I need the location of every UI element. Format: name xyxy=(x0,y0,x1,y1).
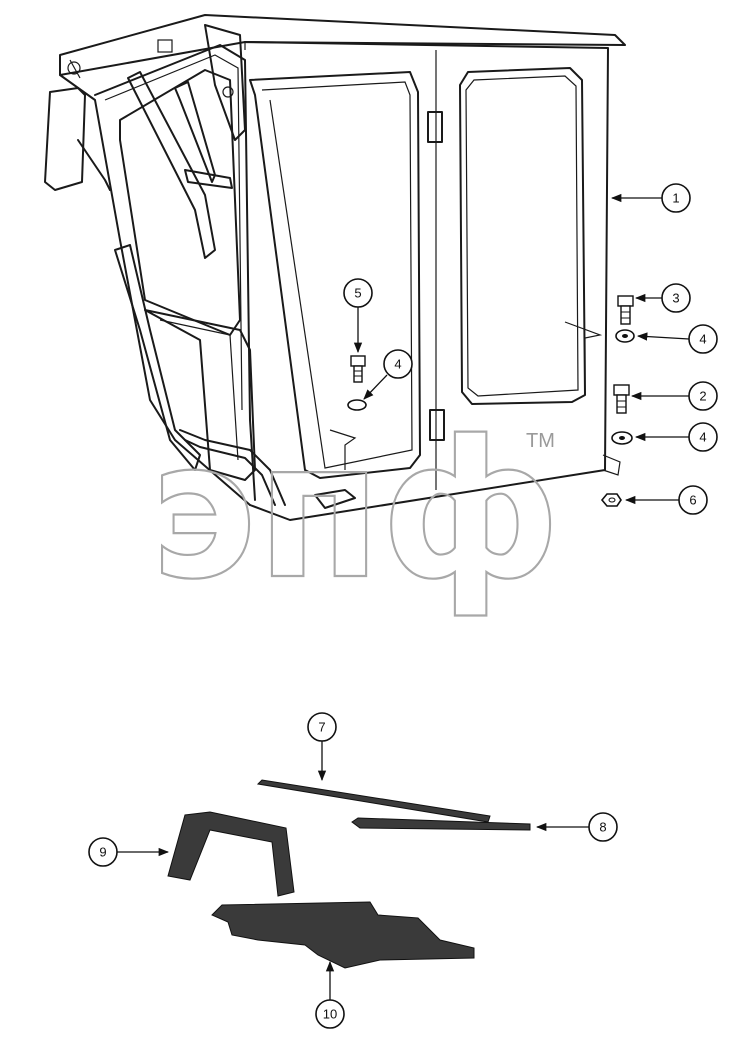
washer-4-upper-icon xyxy=(615,329,635,343)
callout-3: 3 xyxy=(661,283,691,313)
seal-9 xyxy=(167,811,295,897)
bolt-5-icon xyxy=(350,355,366,383)
svg-text:4: 4 xyxy=(394,357,401,372)
callout-9: 9 xyxy=(88,837,118,867)
callout-1: 1 xyxy=(661,183,691,213)
cab-assembly xyxy=(44,14,626,521)
svg-text:7: 7 xyxy=(318,720,325,735)
svg-text:2: 2 xyxy=(699,389,706,404)
callout-4-upper: 4 xyxy=(688,324,718,354)
nut-6-icon xyxy=(600,493,622,507)
callout-7: 7 xyxy=(307,712,337,742)
svg-text:3: 3 xyxy=(672,291,679,306)
callout-4-lower: 4 xyxy=(688,422,718,452)
callouts: 1 2 3 4 4 4 5 6 xyxy=(88,183,718,1029)
callout-8: 8 xyxy=(588,812,618,842)
callout-2: 2 xyxy=(688,381,718,411)
svg-text:6: 6 xyxy=(689,493,696,508)
washer-4-icon xyxy=(347,399,367,411)
hardware xyxy=(347,295,635,507)
watermark-trademark: TM xyxy=(526,430,555,452)
watermark: эпф TM xyxy=(149,399,561,622)
svg-text:10: 10 xyxy=(323,1007,337,1022)
callout-5: 5 xyxy=(343,278,373,308)
bolt-3-icon xyxy=(617,295,634,325)
svg-text:1: 1 xyxy=(672,191,679,206)
washer-4-lower-icon xyxy=(611,431,633,445)
floor-mat-10 xyxy=(211,901,475,969)
svg-text:8: 8 xyxy=(599,820,606,835)
callout-6: 6 xyxy=(678,485,708,515)
leader-lines xyxy=(117,193,690,1000)
seal-strip-7 xyxy=(256,779,491,823)
svg-text:4: 4 xyxy=(699,332,706,347)
svg-text:9: 9 xyxy=(99,845,106,860)
bolt-2-icon xyxy=(613,384,630,414)
svg-text:4: 4 xyxy=(699,430,706,445)
callout-4-door: 4 xyxy=(383,349,413,379)
watermark-logo-text: эпф xyxy=(150,400,560,621)
seal-strip-8 xyxy=(351,817,531,831)
svg-text:5: 5 xyxy=(354,286,361,301)
seals-and-mats xyxy=(167,779,531,969)
callout-10: 10 xyxy=(315,999,345,1029)
